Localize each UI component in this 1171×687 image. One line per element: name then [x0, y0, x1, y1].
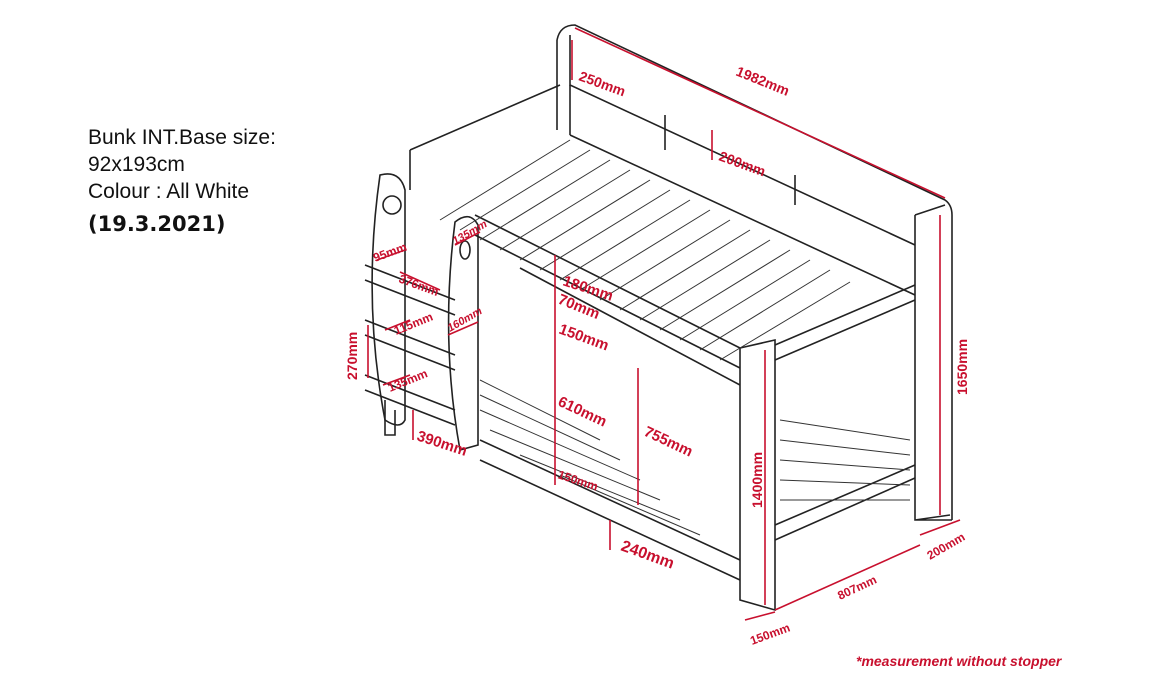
- dim-under-clearance: 240mm: [619, 538, 677, 573]
- base-size-value: 92x193cm: [88, 153, 185, 176]
- base-size-label: Bunk INT.Base size:: [88, 126, 276, 149]
- dim-lower-rail: 150mm: [556, 468, 600, 494]
- dim-end-depth: 200mm: [925, 530, 968, 563]
- dimension-lines: [367, 27, 961, 621]
- dim-total-height: 1650mm: [954, 339, 970, 395]
- dim-step-low: 135mm: [386, 366, 430, 394]
- dim-post-width: 150mm: [748, 621, 792, 648]
- dim-step-spacing: 270mm: [344, 332, 360, 380]
- dim-lower-to-upper: 755mm: [641, 423, 695, 460]
- product-info: Bunk INT.Base size: 92x193cm Colour : Al…: [88, 124, 276, 238]
- dim-width: 807mm: [835, 573, 878, 603]
- dim-ladder-top: 135mm: [451, 218, 490, 247]
- dim-bottom-step: 390mm: [415, 428, 469, 460]
- dim-step-top: 95mm: [371, 240, 408, 265]
- dimension-labels: 1982mm 250mm 200mm 1650mm 1400mm 200mm 8…: [344, 63, 970, 648]
- colour-label: Colour : All White: [88, 180, 250, 203]
- dim-between-bunks: 610mm: [555, 393, 609, 430]
- dim-post-height: 1400mm: [749, 452, 765, 508]
- dim-step-mid: 115mm: [392, 310, 435, 338]
- bed-outline: [364, 24, 953, 612]
- dim-top-rail: 150mm: [557, 321, 611, 355]
- date-label: (19.3.2021): [88, 212, 226, 236]
- upper-slats: [439, 139, 851, 361]
- footnote: *measurement without stopper: [856, 653, 1062, 669]
- dim-length: 1982mm: [734, 63, 792, 99]
- lower-slats: [479, 379, 911, 536]
- dim-shelf-height: 200mm: [717, 148, 768, 180]
- dim-headboard-top: 250mm: [577, 68, 628, 100]
